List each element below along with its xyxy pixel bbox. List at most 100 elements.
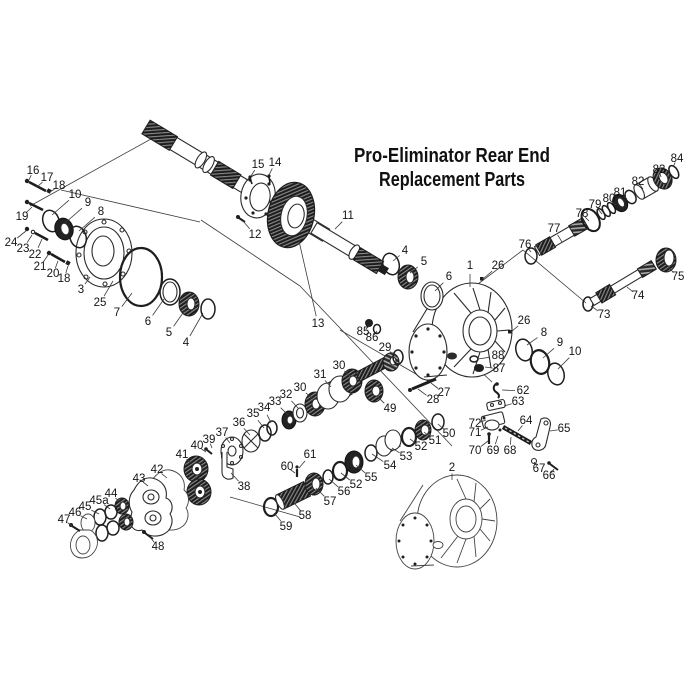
part-label-53: 53 — [400, 451, 413, 463]
leader-line-70 — [480, 440, 489, 447]
leader-line-21 — [43, 254, 49, 262]
rear-housing-art — [395, 474, 498, 570]
leader-line-71 — [480, 426, 489, 431]
part-label-29: 29 — [379, 342, 392, 354]
part-label-58: 58 — [299, 510, 312, 522]
plug-87-art — [474, 364, 484, 372]
part-label-56: 56 — [338, 486, 351, 498]
part-label-1: 1 — [467, 260, 473, 272]
lower-output-shaft-art — [582, 247, 677, 312]
part-label-50: 50 — [443, 428, 456, 440]
leader-line-26 — [510, 325, 519, 333]
upper-output-shaft-art — [524, 164, 680, 265]
leader-line-57 — [315, 487, 325, 497]
leader-line-18 — [49, 188, 56, 193]
leader-line-20 — [54, 260, 59, 269]
leader-line-47 — [67, 522, 73, 527]
leader-line-30 — [344, 370, 352, 378]
leader-line-66 — [550, 468, 555, 474]
leader-line-62 — [501, 389, 516, 391]
part-label-46: 46 — [69, 507, 82, 519]
leader-line-48 — [149, 536, 155, 543]
ring-8-art — [68, 225, 88, 249]
part-label-62: 62 — [517, 385, 530, 397]
part-label-6: 6 — [145, 316, 151, 328]
leader-line-68 — [510, 436, 512, 445]
leader-line-40 — [200, 448, 207, 453]
cover-group-art — [69, 436, 244, 559]
seal-9-right-art — [529, 349, 551, 375]
part-label-87: 87 — [493, 363, 506, 375]
leader-line-43 — [142, 481, 149, 487]
leader-line-49 — [376, 395, 385, 404]
leader-line-6 — [152, 298, 165, 316]
part-label-63: 63 — [512, 396, 525, 408]
leader-line-23 — [26, 234, 33, 243]
part-label-65: 65 — [558, 423, 571, 435]
leader-line-9 — [64, 207, 83, 224]
part-label-52: 52 — [350, 479, 363, 491]
part-label-61: 61 — [304, 449, 317, 461]
leader-line-3 — [84, 276, 91, 285]
leader-lines — [16, 162, 676, 543]
leader-line-54 — [371, 453, 384, 462]
leader-line-78 — [584, 216, 590, 222]
part-label-15: 15 — [252, 159, 265, 171]
part-label-66: 66 — [543, 470, 556, 482]
part-label-23: 23 — [17, 243, 30, 255]
leader-line-13 — [298, 240, 317, 317]
part-label-31: 31 — [314, 369, 327, 381]
leader-line-33 — [280, 407, 289, 416]
leader-line-72 — [479, 419, 487, 423]
part-label-40: 40 — [191, 440, 204, 452]
leader-line-67 — [533, 461, 538, 467]
part-label-30: 30 — [294, 382, 307, 394]
leader-line-85 — [365, 325, 370, 330]
leader-line-42 — [161, 473, 168, 479]
ring-29-art — [392, 349, 404, 365]
part-label-26: 26 — [492, 260, 505, 272]
part-label-10: 10 — [569, 346, 582, 358]
part-label-39: 39 — [203, 434, 216, 446]
part-label-5: 5 — [421, 256, 427, 268]
hook-62-art — [492, 383, 501, 399]
part-label-21: 21 — [34, 261, 47, 273]
part-label-88: 88 — [492, 350, 505, 362]
part-label-6: 6 — [446, 271, 452, 283]
part-label-80: 80 — [603, 193, 616, 205]
leader-line-10 — [557, 357, 570, 370]
part-label-28: 28 — [427, 394, 440, 406]
diagram-title: Pro-Eliminator Rear End Replacement Part… — [354, 145, 550, 191]
leader-line-4 — [392, 255, 400, 262]
part-label-22: 22 — [29, 249, 42, 261]
leader-line-77 — [557, 234, 563, 243]
part-label-8: 8 — [541, 327, 547, 339]
part-label-26: 26 — [518, 315, 531, 327]
leader-line-41 — [186, 458, 193, 465]
leader-line-65 — [549, 429, 558, 432]
leader-line-63 — [503, 403, 512, 407]
leader-line-80 — [611, 201, 617, 206]
ring-8-right-art — [515, 338, 533, 362]
guide-line — [522, 249, 587, 304]
title-line-1: Pro-Eliminator Rear End — [354, 145, 550, 167]
leader-line-36 — [243, 428, 251, 436]
leader-line-15 — [250, 169, 256, 177]
leader-line-11 — [334, 221, 343, 230]
leader-line-12 — [242, 220, 251, 230]
part-label-34: 34 — [258, 402, 271, 414]
part-label-52: 52 — [415, 441, 428, 453]
part-label-73: 73 — [598, 309, 611, 321]
part-label-42: 42 — [151, 464, 164, 476]
leader-line-46 — [80, 515, 88, 520]
leader-line-18 — [65, 265, 69, 274]
guide-line — [339, 329, 429, 382]
leader-line-27 — [430, 382, 439, 389]
part-label-59: 59 — [280, 521, 293, 533]
part-label-38: 38 — [238, 481, 251, 493]
part-label-27: 27 — [438, 387, 451, 399]
side-flange-art — [41, 209, 216, 320]
leader-line-52 — [409, 438, 417, 444]
